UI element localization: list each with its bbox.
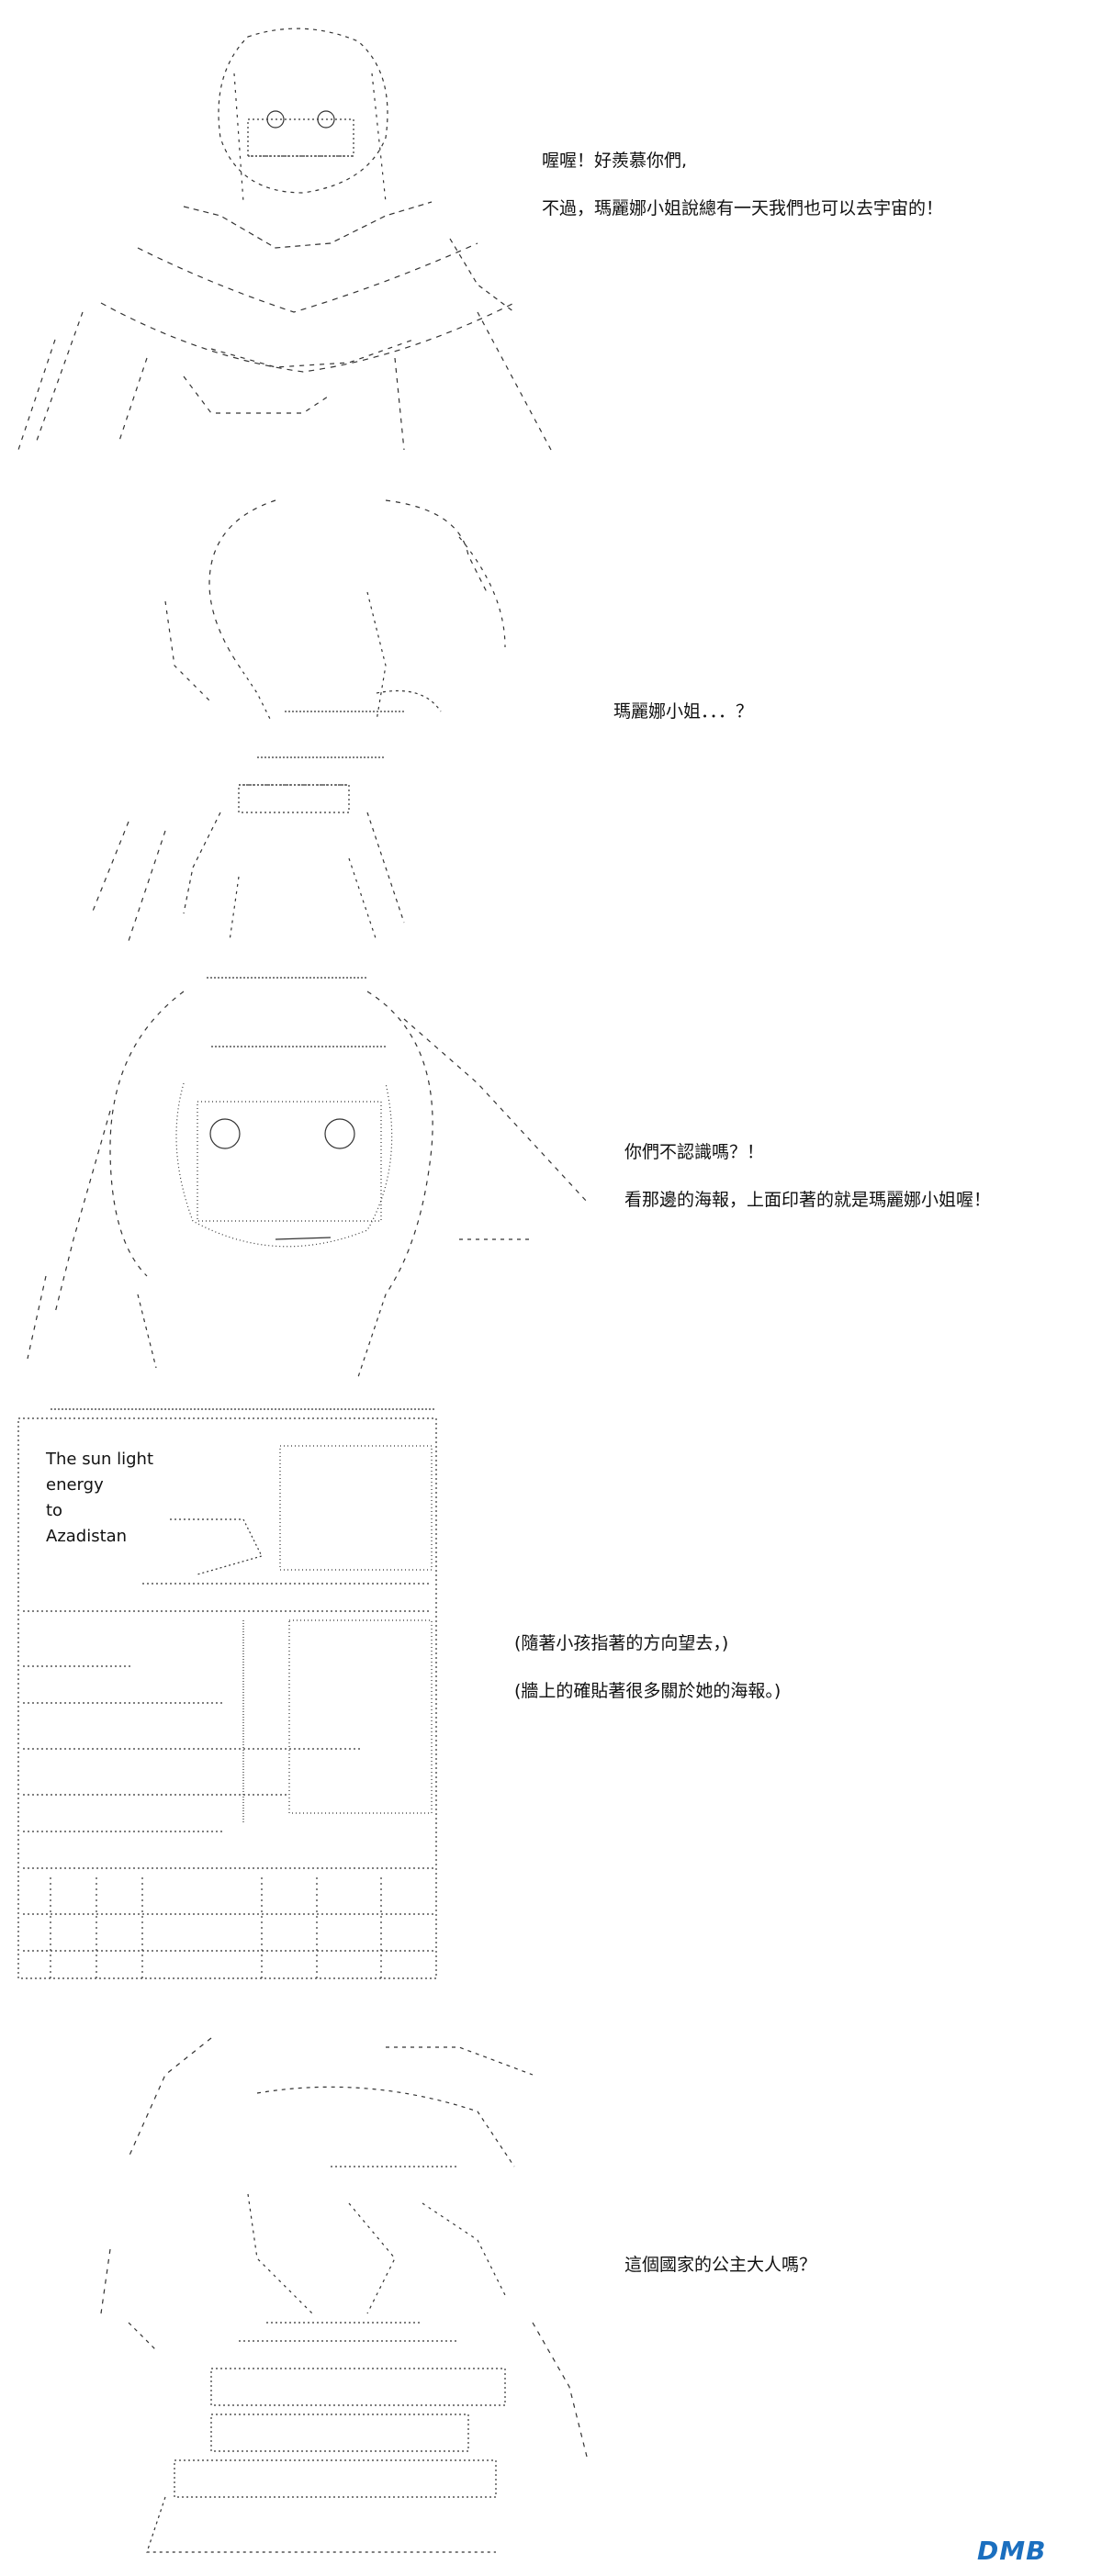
ascii-art-wall-posters: The sun light energy to Azadistan (14, 1400, 445, 1988)
panel-1-dialog: 喔喔！好羨慕你們, 不過，瑪麗娜小姐說總有一天我們也可以去宇宙的！ (542, 147, 943, 242)
dialog-line: 這個國家的公主大人嗎？ (624, 2255, 817, 2275)
poster-text-line: The sun light (45, 1450, 153, 1469)
ascii-art-girl-portrait (73, 482, 588, 950)
panel-3-dialog: 你們不認識嗎？！ 看那邊的海報，上面印著的就是瑪麗娜小姐喔！ (624, 1138, 991, 1234)
watermark-text: DMB (977, 2536, 1047, 2566)
dialog-line: 喔喔！好羨慕你們, (542, 151, 688, 171)
dialog-line: 你們不認識嗎？！ (624, 1142, 765, 1162)
poster-text-line: Azadistan (46, 1527, 127, 1546)
panel-4-dialog: (隨著小孩指著的方向望去，) (牆上的確貼著很多關於她的海報。) (514, 1630, 781, 1725)
dialog-line: (隨著小孩指著的方向望去，) (514, 1633, 729, 1653)
dialog-line: 不過，瑪麗娜小姐說總有一天我們也可以去宇宙的！ (542, 198, 944, 218)
panel-1: 喔喔！好羨慕你們, 不過，瑪麗娜小姐說總有一天我們也可以去宇宙的！ (0, 0, 1102, 468)
panel-4: The sun light energy to Azadistan (隨著小孩指… (0, 1395, 1102, 1992)
ascii-art-hooded-face-closeup (0, 964, 606, 1386)
panel-2-dialog: 瑪麗娜小姐．．．？ (613, 698, 753, 745)
dialog-line: 看那邊的海報，上面印著的就是瑪麗娜小姐喔！ (624, 1190, 992, 1210)
panel-3: 你們不認識嗎？！ 看那邊的海報，上面印著的就是瑪麗娜小姐喔！ (0, 959, 1102, 1391)
panel-5: 這個國家的公主大人嗎？ (0, 2010, 1102, 2561)
poster-text-line: to (46, 1501, 62, 1520)
dialog-line: (牆上的確貼著很多關於她的海報。) (514, 1681, 782, 1701)
dialog-line: 瑪麗娜小姐．．．？ (613, 701, 754, 722)
panel-5-dialog: 這個國家的公主大人嗎？ (624, 2251, 816, 2299)
panel-2: 瑪麗娜小姐．．．？ (0, 473, 1102, 950)
ascii-art-girl-with-hat (73, 2020, 606, 2561)
ascii-art-hooded-figure (0, 9, 588, 468)
site-watermark-logo: DMB (977, 2536, 1085, 2567)
poster-text-line: energy (46, 1475, 104, 1495)
